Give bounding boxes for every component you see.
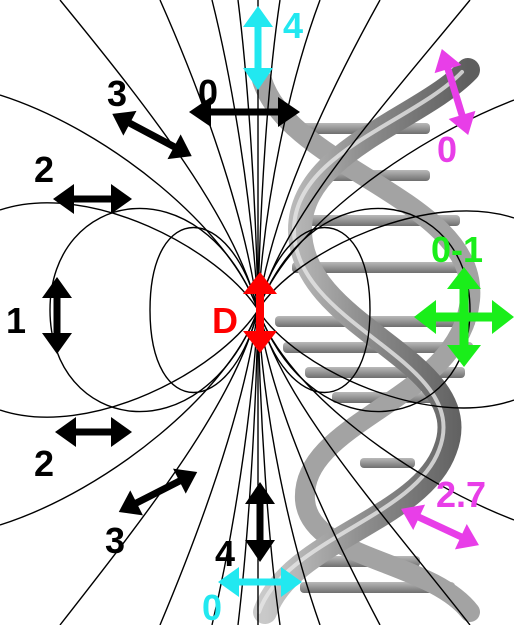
dna-strand-front-highlight <box>257 70 464 614</box>
label-magenta-bottom: 2.7 <box>436 474 486 515</box>
label-green: 0-1 <box>431 229 483 270</box>
label-left-2-bottom: 2 <box>34 443 54 484</box>
label-bottom-4: 4 <box>215 533 235 574</box>
double-arrow-icon <box>42 277 72 354</box>
label-magenta-top: 0 <box>437 129 457 170</box>
double-arrow-icon <box>245 482 275 562</box>
donor-dipole-arrow <box>243 272 277 353</box>
dna-strand-back <box>252 70 481 622</box>
double-arrow-icon <box>55 417 132 447</box>
label-left-2-top: 2 <box>34 149 54 190</box>
double-arrow-icon <box>118 468 198 516</box>
label-upper-left-3: 3 <box>107 73 127 114</box>
double-arrow-icon <box>189 97 300 127</box>
double-arrow-icon <box>53 184 132 214</box>
donor-label: D <box>212 300 238 341</box>
black-orientation-arrows <box>42 97 300 562</box>
label-top-center: 0 <box>198 72 218 113</box>
double-arrow-icon <box>112 110 192 160</box>
dna-helix-icon <box>252 58 481 624</box>
four-way-arrow-icon <box>414 267 514 367</box>
label-lower-left-3: 3 <box>105 520 125 561</box>
double-arrow-icon <box>434 48 476 136</box>
double-arrow-icon <box>243 6 273 90</box>
magenta-orientation-arrows <box>401 48 479 550</box>
label-cyan-top: 4 <box>283 5 303 46</box>
cyan-orientation-arrows <box>218 6 302 597</box>
double-arrow-icon <box>401 504 479 550</box>
double-arrow-icon <box>218 567 302 597</box>
label-left-1: 1 <box>6 300 26 341</box>
label-cyan-bottom: 0 <box>202 587 222 625</box>
